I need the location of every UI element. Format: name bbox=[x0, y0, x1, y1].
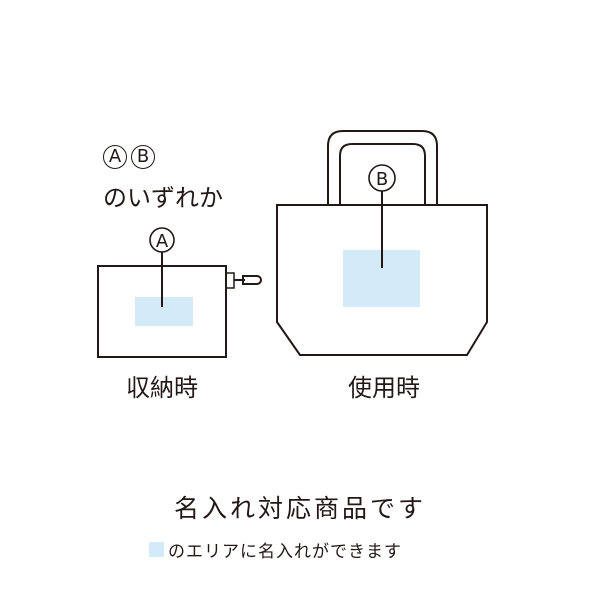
footer-title: 名入れ対応商品です bbox=[173, 494, 427, 523]
option-b-marker: B bbox=[131, 145, 155, 169]
tote-marker-label: B bbox=[376, 169, 388, 190]
pouch-clip-hook bbox=[234, 275, 262, 285]
footer-legend-text: のエリアに名入れができます bbox=[168, 542, 402, 562]
footer-legend: のエリアに名入れができます bbox=[149, 537, 402, 562]
tote-handle-inner bbox=[339, 143, 426, 205]
pouch-marker-circle bbox=[149, 227, 175, 253]
pouch-marker-label: A bbox=[156, 231, 169, 252]
tote-marker-circle bbox=[368, 164, 396, 192]
tote-caption: 使用時 bbox=[348, 374, 420, 402]
pouch-clip-tab bbox=[225, 272, 235, 289]
print-area-swatch bbox=[149, 542, 164, 557]
pouch-print-area bbox=[135, 297, 193, 326]
tote-handle-outer bbox=[327, 130, 438, 205]
option-a-marker: A bbox=[103, 145, 127, 169]
options-text: のいずれか bbox=[103, 184, 223, 212]
pouch-caption: 収納時 bbox=[126, 374, 198, 402]
